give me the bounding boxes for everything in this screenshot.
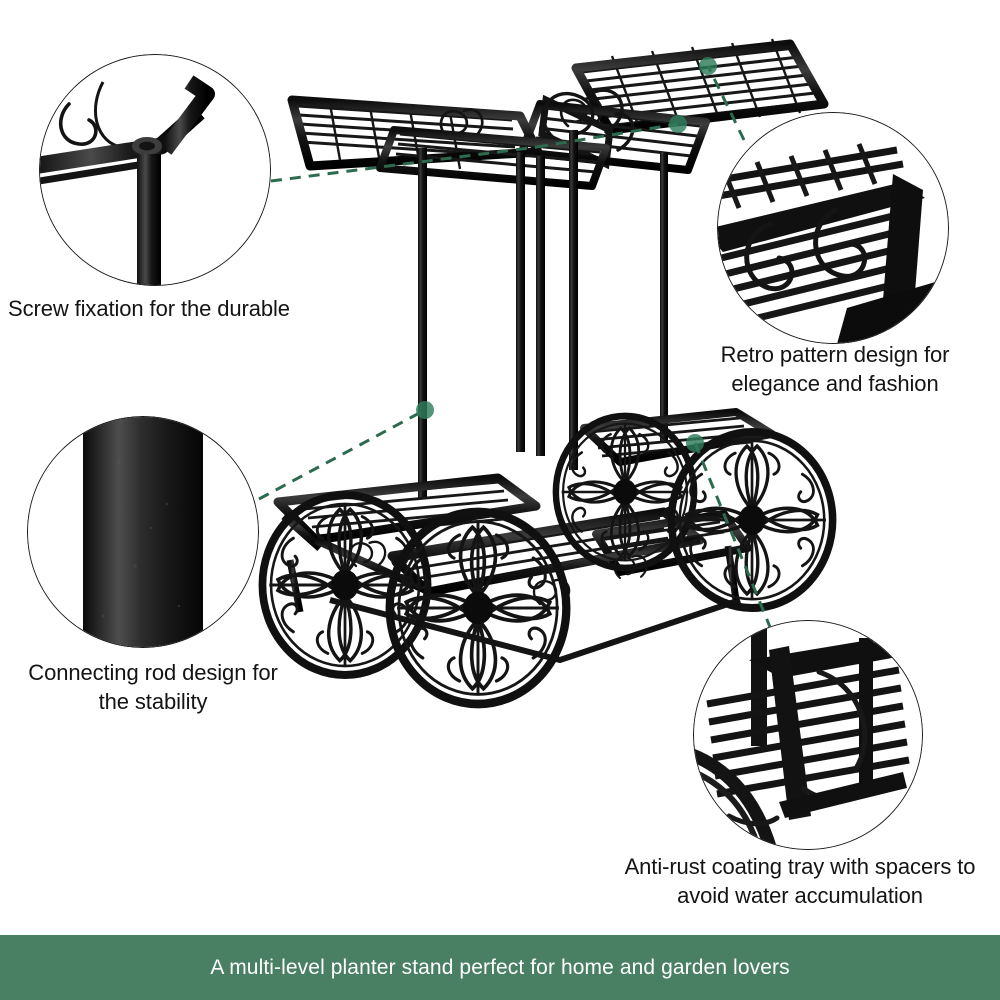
connector-connecting-rod	[258, 408, 426, 501]
support-legs	[418, 130, 668, 498]
tagline-text: A multi-level planter stand perfect for …	[210, 955, 790, 979]
shelf-upper-left	[287, 95, 543, 171]
caption-screw-fixation: Screw fixation for the durable	[8, 296, 290, 321]
caption-retro-pattern: Retro pattern design for elegance and fa…	[720, 342, 950, 396]
retro-pattern-closeup	[718, 113, 948, 343]
screw-fixation-closeup	[40, 55, 270, 285]
shelf-mid-left	[376, 126, 610, 190]
callout-connecting-rod	[27, 416, 259, 648]
callout-anti-rust-tray	[693, 620, 923, 850]
connector-screw-fixation	[270, 145, 538, 183]
callout-screw-fixation	[39, 54, 271, 286]
anchor-dot-retro-pattern	[699, 57, 717, 75]
callout-retro-pattern	[717, 112, 949, 344]
connecting-rod-closeup	[28, 417, 258, 647]
connector-anti-rust-tray	[693, 442, 774, 633]
connector-shelf-edge	[536, 122, 679, 149]
anti-rust-tray-closeup	[694, 621, 922, 849]
caption-anti-rust-tray: Anti-rust coating tray with spacers to a…	[624, 854, 976, 908]
anchor-dot-connecting-rod	[416, 401, 434, 419]
anchor-dot-anti-rust-tray	[686, 434, 704, 452]
caption-connecting-rod: Connecting rod design for the stability	[28, 660, 278, 714]
shelf-center	[518, 88, 710, 174]
tagline-banner: A multi-level planter stand perfect for …	[0, 935, 1000, 1000]
anchor-dot-screw-fixation	[669, 115, 687, 133]
